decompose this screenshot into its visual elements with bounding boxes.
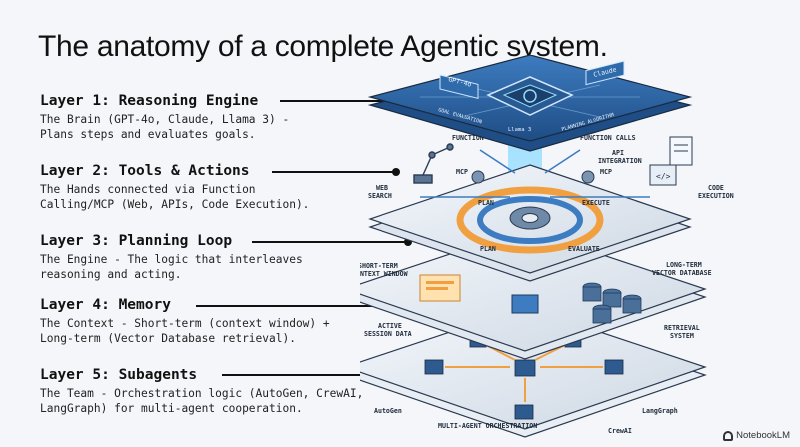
crewai-label: CrewAI <box>608 427 632 435</box>
layer-3-plate: PLAN EXECUTE PLAN EVALUATE <box>368 164 692 282</box>
layer-5-block: Layer 5: Subagents The Team - Orchestrat… <box>40 366 400 416</box>
orchestrator-chip-icon <box>514 359 536 377</box>
function-call-arrows <box>420 149 650 198</box>
gear-icon <box>471 170 595 184</box>
loop-plan-label: PLAN <box>478 199 494 207</box>
layer-5-desc: The Team - Orchestration logic (AutoGen,… <box>40 387 364 415</box>
agent-chip-icon <box>604 359 624 375</box>
layer-2-tools: </> FUNCTION CALLS FUNCTION CALLS MCP MC… <box>368 134 734 200</box>
function-calls-right-label: FUNCTION CALLS <box>580 134 636 142</box>
layer-1-plate: GPT-4o Claude Llama 3 GOAL EVALUATION PL… <box>367 55 693 152</box>
document-icon <box>669 136 693 166</box>
mcp-right-label: MCP <box>600 168 612 176</box>
layer-4-plate: SHORT-TERMCONTEXT WINDOW LONG-TERMVECTOR… <box>360 228 712 360</box>
browser-window-icon: </> <box>649 164 677 186</box>
loop-ring-inner <box>477 196 583 244</box>
agent-chip-icon <box>514 404 534 420</box>
layer-4-title: Layer 4: Memory <box>40 297 171 313</box>
memory-core-icon <box>511 294 539 314</box>
connector-layer-2 <box>272 168 400 176</box>
loop-evaluate-label: EVALUATE <box>568 245 600 253</box>
notebooklm-brand: NotebookLM <box>723 430 790 441</box>
gear-icon <box>509 206 551 230</box>
layer-1-title: Layer 1: Reasoning Engine <box>40 93 259 109</box>
loop-execute-label: EXECUTE <box>582 199 610 207</box>
layer-3-desc: The Engine - The logic that interleaves … <box>40 253 303 281</box>
layered-architecture-diagram: AutoGen LangGraph CrewAI MULTI-AGENT ORC… <box>360 55 734 438</box>
connector-dot <box>404 238 412 246</box>
layer-3-title: Layer 3: Planning Loop <box>40 233 233 249</box>
gpt-chip <box>439 74 479 100</box>
short-term-label: SHORT-TERMCONTEXT WINDOW <box>360 262 408 278</box>
claude-chip <box>585 60 625 86</box>
layer-2-block: Layer 2: Tools & Actions The Hands conne… <box>40 162 400 212</box>
layer-4-block: Layer 4: Memory The Context - Short-term… <box>40 296 400 346</box>
layer-2-desc: The Hands connected via Function Calling… <box>40 183 310 211</box>
loop-plan2-label: PLAN <box>480 245 496 253</box>
layer-1-desc: The Brain (GPT-4o, Claude, Llama 3) - Pl… <box>40 113 290 141</box>
agent-chip-icon <box>424 359 444 375</box>
brand-label: NotebookLM <box>736 430 790 441</box>
brain-icon <box>523 89 537 103</box>
mcp-left-label: MCP <box>456 168 468 176</box>
loop-ring-outer <box>456 186 604 254</box>
connector-layer-3 <box>252 238 412 246</box>
langgraph-label: LangGraph <box>642 407 678 415</box>
layer-3-block: Layer 3: Planning Loop The Engine - The … <box>40 232 400 282</box>
svg-text:</>: </> <box>656 172 671 181</box>
layer-2-title: Layer 2: Tools & Actions <box>40 163 250 179</box>
vector-database-icon <box>582 282 642 324</box>
processor-chip <box>486 76 574 116</box>
llama-chip-label: Llama 3 <box>508 127 531 133</box>
orchestration-label: MULTI-AGENT ORCHESTRATION <box>438 422 537 430</box>
autogen-label: AutoGen <box>374 407 402 415</box>
layer-1-block: Layer 1: Reasoning Engine The Brain (GPT… <box>40 92 400 142</box>
connector-dot <box>392 168 400 176</box>
function-calls-left-label: FUNCTION CALLS <box>452 134 508 142</box>
page-title: The anatomy of a complete Agentic system… <box>38 30 608 63</box>
context-window-icon <box>419 274 461 302</box>
layer-4-desc: The Context - Short-term (context window… <box>40 317 330 345</box>
layer-5-title: Layer 5: Subagents <box>40 367 198 383</box>
robot-arm-icon <box>413 143 454 184</box>
notebooklm-logo-icon <box>723 430 734 441</box>
